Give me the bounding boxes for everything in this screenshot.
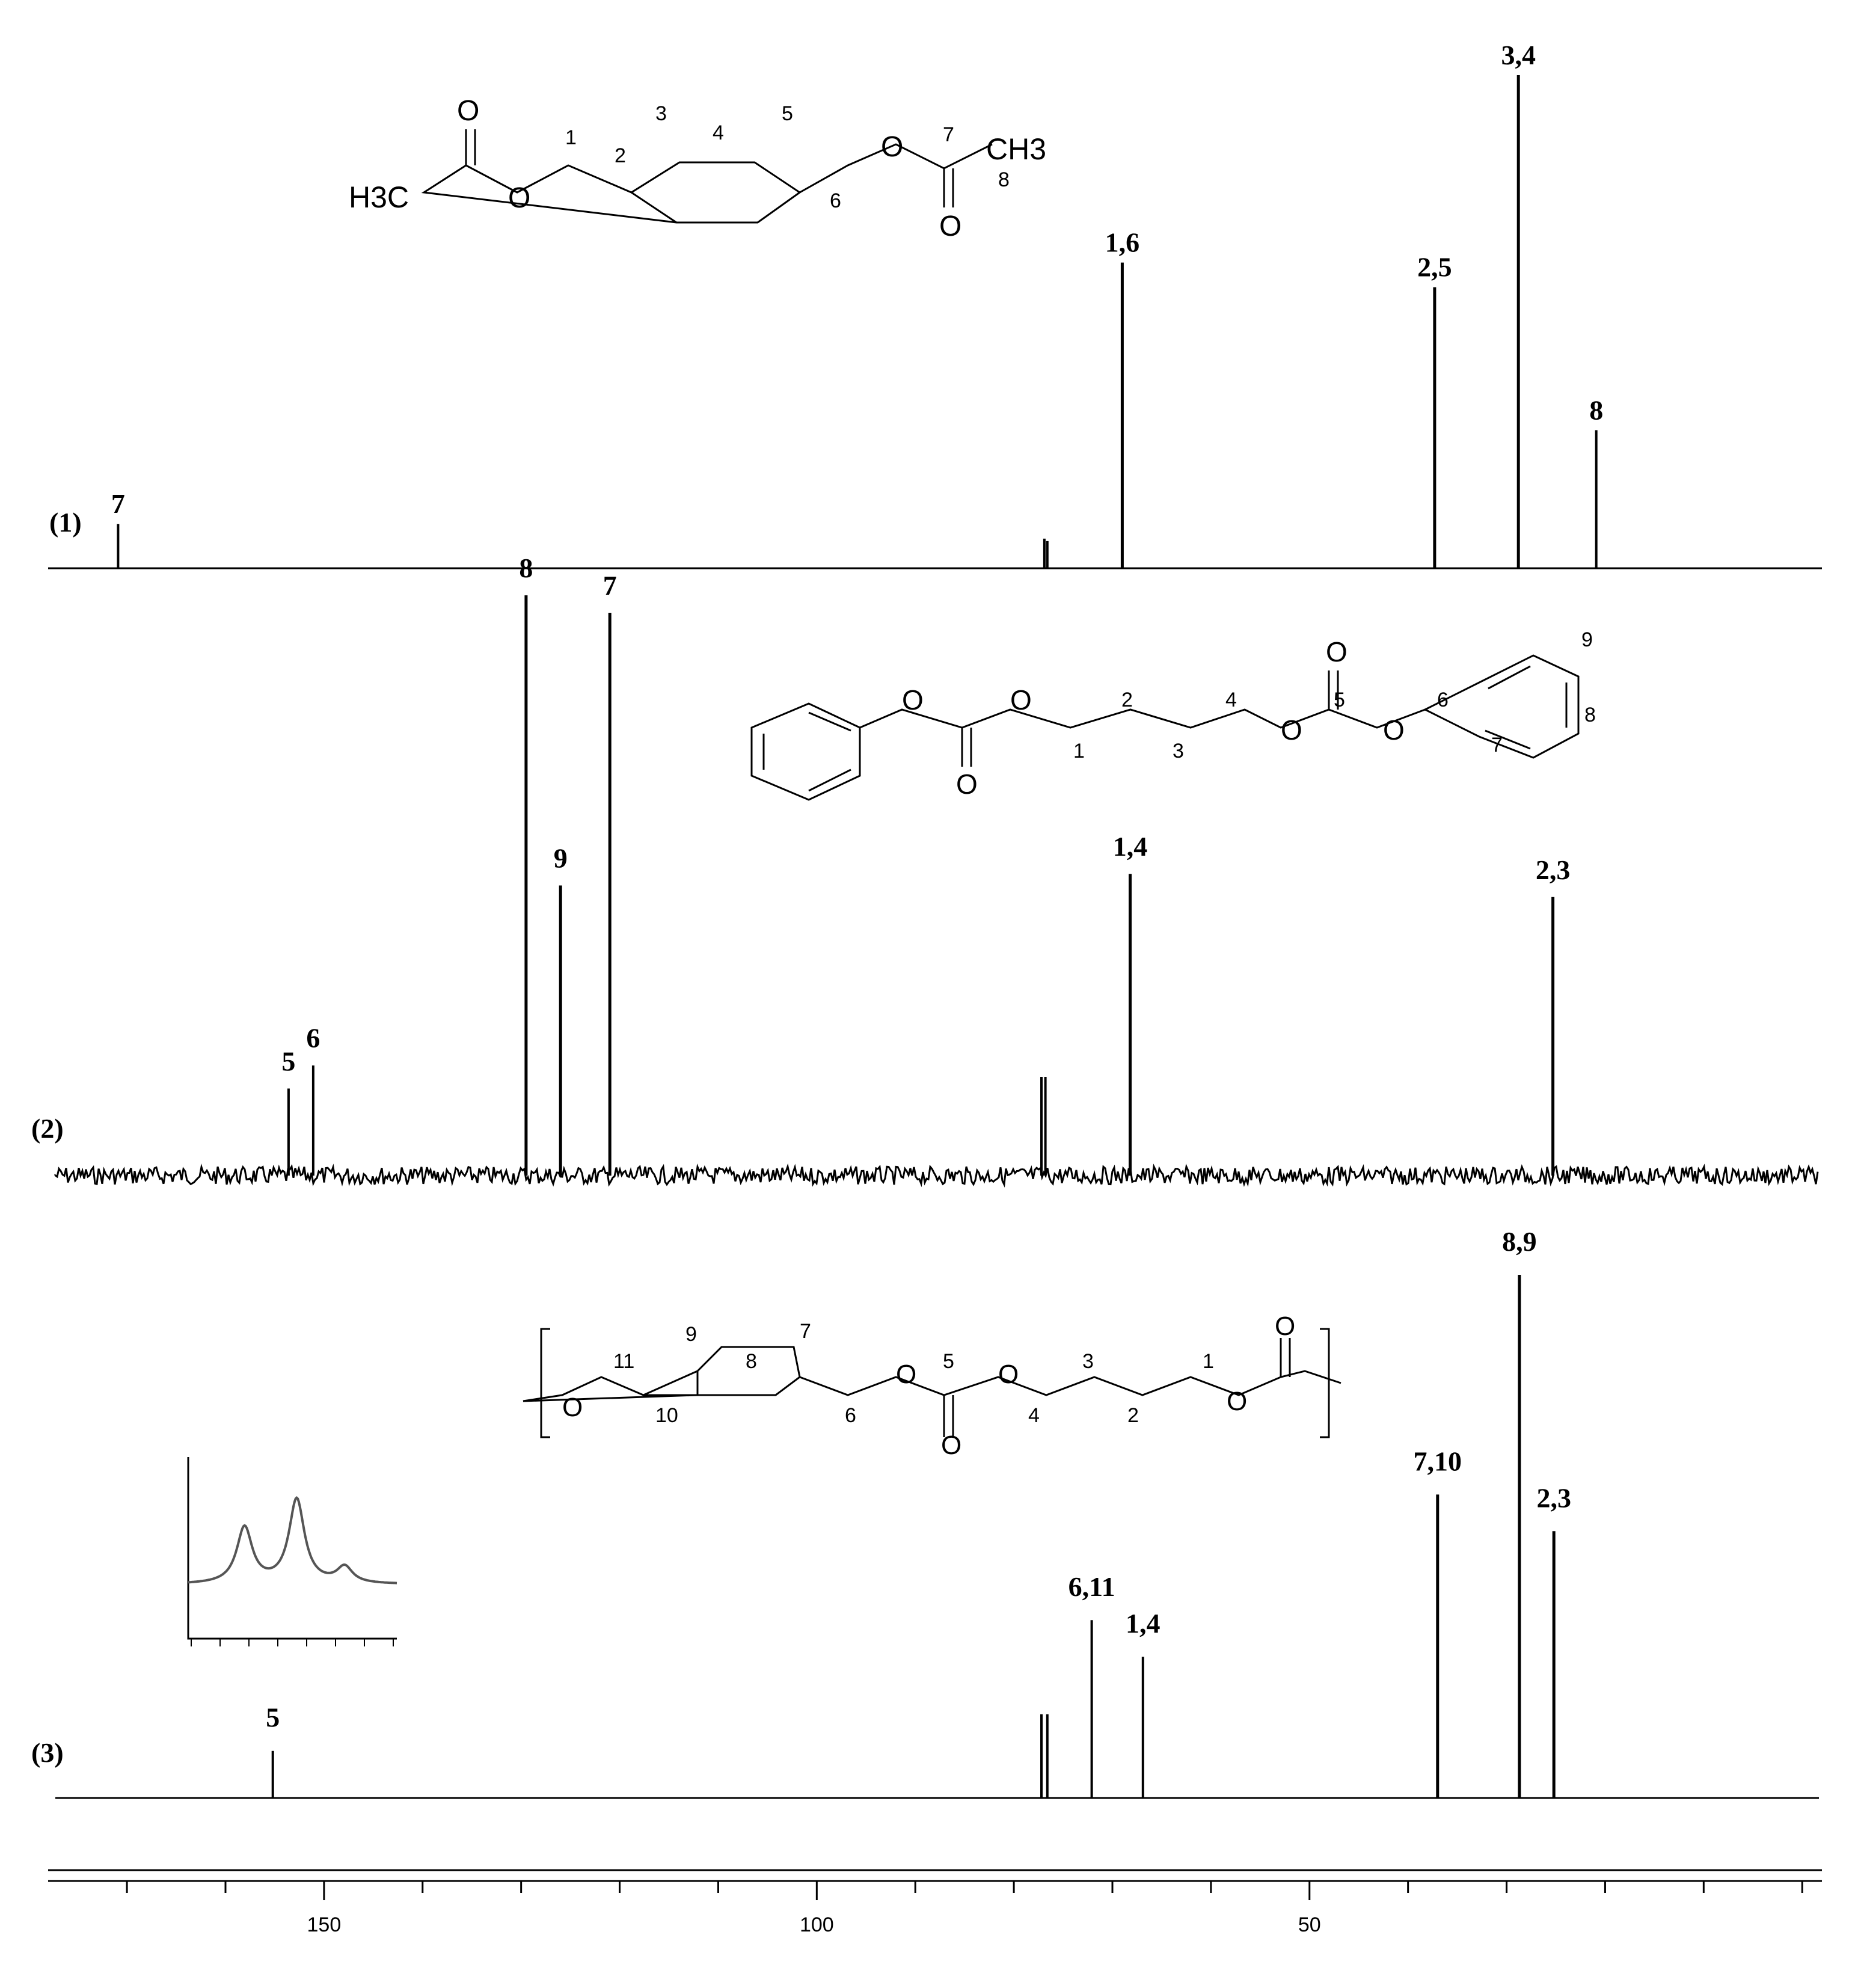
structure-3-o-a: O — [562, 1393, 583, 1422]
inset-trace — [188, 1496, 397, 1585]
spectrum-3-peak-label: 8,9 — [1502, 1226, 1537, 1257]
structure-2-ether-o-b: O — [1010, 684, 1032, 716]
structure-3-num-7: 7 — [800, 1320, 811, 1343]
structure-2-num-2: 2 — [1121, 689, 1133, 711]
structure-3-o-carbonyl: O — [941, 1431, 961, 1460]
structure-3-o-carbonyl-2: O — [1275, 1312, 1295, 1341]
structure-2-num-6: 6 — [1437, 689, 1449, 711]
structure-1-ether-o-right: O — [881, 131, 903, 163]
structure-2-carbonyl-o-left: O — [956, 769, 978, 800]
spectrum-3-peak-label: 5 — [266, 1702, 280, 1733]
structure-2-ether-o-c: O — [1281, 714, 1302, 746]
spectrum-1-peak-label: 8 — [1589, 394, 1603, 425]
x-axis-tick-label: 50 — [1298, 1913, 1321, 1936]
spectrum-2-peak-label: 6 — [306, 1023, 320, 1054]
structure-1-carbonyl-o-left: O — [457, 95, 479, 127]
structure-1-ether-o-left: O — [508, 182, 530, 214]
structure-2-ether-o-d: O — [1383, 714, 1405, 746]
structure-3-o-d: O — [1227, 1387, 1247, 1416]
x-axis-tick-label: 100 — [800, 1913, 834, 1936]
structure-3-o-b: O — [896, 1360, 916, 1389]
structure-2-num-4: 4 — [1225, 689, 1237, 711]
spectrum-3-peak-label: 7,10 — [1414, 1446, 1462, 1476]
structure-1-num-3: 3 — [655, 102, 667, 125]
inset-spectrum — [187, 1457, 397, 1646]
structure-1-num-8: 8 — [998, 168, 1010, 191]
structure-1-num-4: 4 — [713, 121, 724, 144]
spectrum-2-peak-label: 1,4 — [1113, 831, 1148, 862]
structure-2-num-5: 5 — [1334, 689, 1345, 711]
structure-3-num-4: 4 — [1028, 1404, 1040, 1427]
structure-3-num-3: 3 — [1082, 1350, 1094, 1373]
structure-2-num-1: 1 — [1073, 740, 1085, 762]
inset-axes — [187, 1457, 397, 1640]
spectrum-3-peak-label: 1,4 — [1126, 1608, 1161, 1639]
structure-3-num-2: 2 — [1127, 1404, 1139, 1427]
structure-2 — [750, 654, 1580, 801]
structure-1-num-5: 5 — [782, 102, 793, 125]
structure-2-num-7: 7 — [1491, 734, 1503, 756]
structure-3-num-1: 1 — [1203, 1350, 1214, 1373]
spectrum-3-peak-label: 6,11 — [1069, 1571, 1115, 1602]
spectrum-2-peak-label: 2,3 — [1536, 854, 1571, 885]
spectrum-1-peak-label: 3,4 — [1501, 40, 1536, 70]
structure-2-num-9: 9 — [1581, 628, 1593, 651]
spectrum-2-baseline — [54, 1163, 1819, 1188]
x-axis-tick-label: 150 — [307, 1913, 342, 1936]
panel-label-1: (1) — [49, 507, 82, 538]
structure-2-carbonyl-o-right: O — [1326, 636, 1348, 667]
structure-1-num-6: 6 — [830, 189, 841, 212]
structure-1-methyl-right: CH3 — [986, 132, 1046, 166]
structure-1-methyl-left: H3C — [349, 180, 409, 214]
structure-3-num-6: 6 — [845, 1404, 856, 1427]
panel-label-3: (3) — [31, 1737, 64, 1768]
panel-label-2: (2) — [31, 1113, 64, 1144]
structure-3 — [523, 1328, 1341, 1438]
structure-3-num-9: 9 — [685, 1323, 697, 1346]
structure-3-num-5: 5 — [943, 1350, 954, 1373]
spectrum-1-peak-label: 2,5 — [1417, 252, 1452, 283]
spectrum-2-peak-label: 5 — [281, 1046, 295, 1076]
structure-1-num-7: 7 — [943, 123, 954, 146]
x-axis: 150 100 50 — [48, 1869, 1822, 1936]
spectrum-3-peak-label: 2,3 — [1536, 1482, 1571, 1513]
spectra-layer — [48, 75, 1822, 1799]
inset-ticks — [191, 1639, 394, 1646]
structure-3-num-11: 11 — [613, 1350, 634, 1373]
structure-2-num-3: 3 — [1173, 740, 1184, 762]
spectrum-2-peak-label: 9 — [554, 843, 568, 874]
structure-3-o-c: O — [998, 1360, 1019, 1389]
structure-3-num-8: 8 — [746, 1350, 757, 1373]
structure-1-num-1: 1 — [565, 126, 577, 149]
structure-2-num-8: 8 — [1584, 704, 1596, 726]
structure-1-num-2: 2 — [615, 144, 626, 167]
spectrum-1-peak-label: 1,6 — [1105, 227, 1140, 258]
spectrum-1-peak-label: 7 — [111, 488, 125, 519]
structure-3-num-10: 10 — [655, 1404, 678, 1427]
spectrum-2-peak-label: 7 — [603, 570, 617, 601]
spectrum-2-peak-label: 8 — [519, 553, 533, 583]
structure-1-carbonyl-o-right: O — [939, 210, 961, 242]
structure-2-ether-o-a: O — [902, 684, 924, 716]
structure-1 — [421, 129, 993, 224]
